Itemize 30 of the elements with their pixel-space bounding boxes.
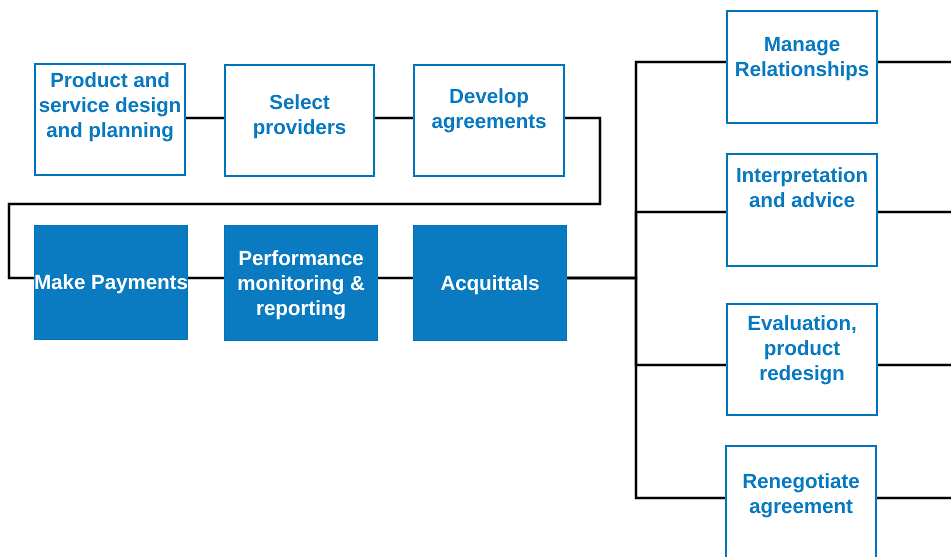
- connector-line: [8, 116, 602, 280]
- process-box: [726, 153, 878, 267]
- process-box: [413, 64, 565, 177]
- connector-line: [878, 210, 951, 214]
- connector-line: [375, 116, 413, 120]
- connector-line: [378, 276, 413, 280]
- box-label: Product and service design and planning: [38, 68, 182, 143]
- process-box: [726, 303, 878, 416]
- box-label: Interpretation and advice: [734, 163, 870, 213]
- connector-line: [567, 276, 725, 500]
- filled-process-box: [34, 225, 188, 340]
- connector-line: [188, 276, 224, 280]
- process-box: [224, 64, 375, 177]
- process-box: [725, 445, 877, 557]
- box-label: Acquittals: [440, 270, 540, 296]
- box-label: Evaluation, product redesign: [746, 311, 858, 386]
- process-box: [726, 10, 878, 124]
- connector-line: [878, 60, 951, 64]
- box-label: Renegotiate agreement: [741, 469, 861, 519]
- box-label: Manage Relationships: [734, 32, 870, 82]
- connector-line: [186, 116, 224, 120]
- box-label: Performance monitoring & reporting: [236, 246, 366, 320]
- connector-line: [878, 364, 951, 366]
- process-box: [34, 63, 186, 176]
- box-label: Make Payments: [34, 270, 188, 295]
- box-label: Develop agreements: [430, 84, 548, 134]
- box-label: Select providers: [252, 90, 348, 140]
- connector-line: [877, 496, 951, 500]
- filled-process-box: [413, 225, 567, 341]
- filled-process-box: [224, 225, 378, 341]
